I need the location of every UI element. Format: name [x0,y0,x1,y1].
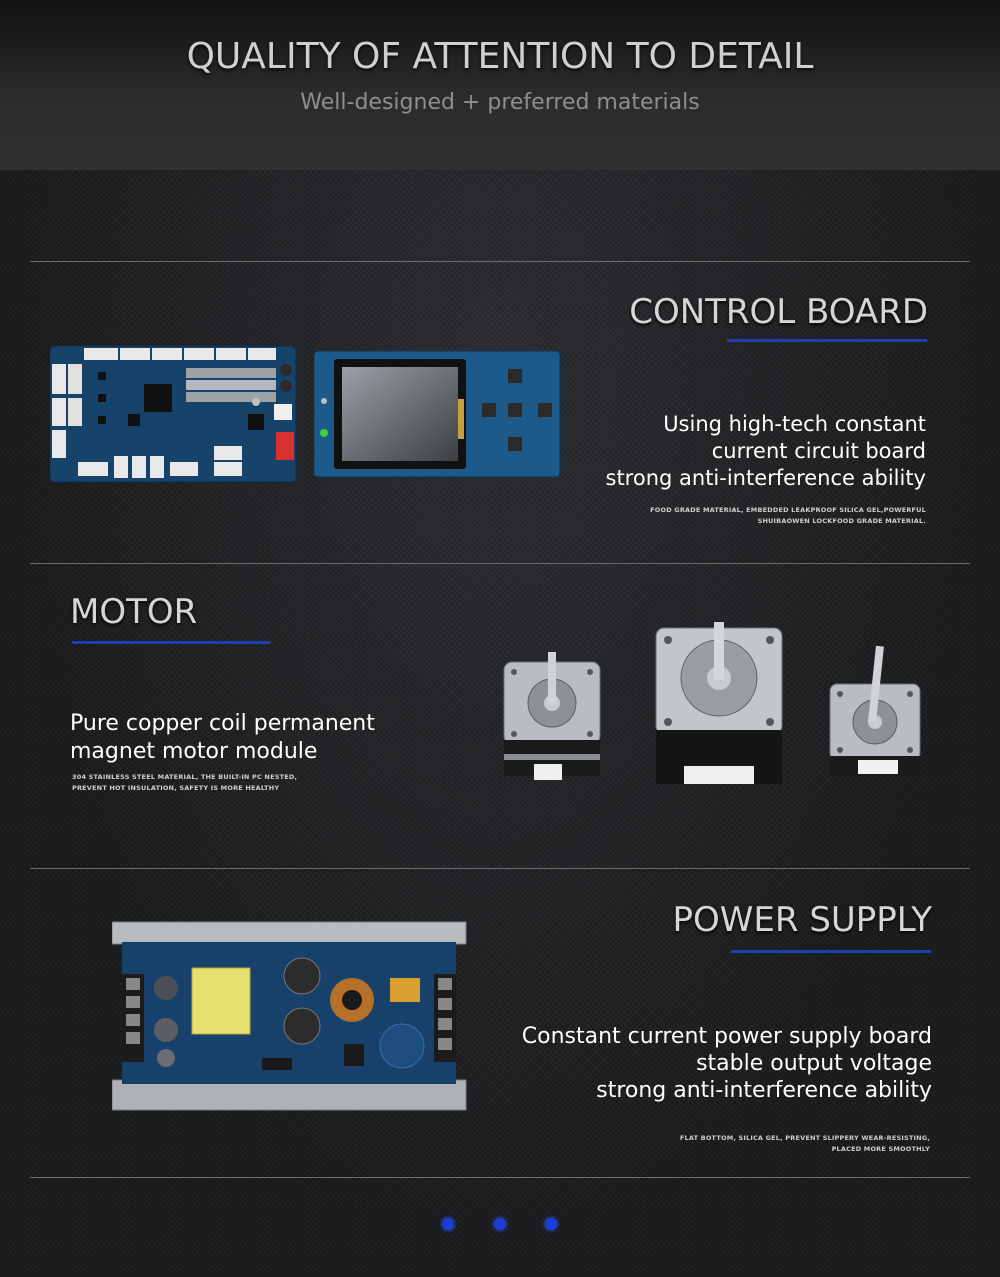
power-supply-title: POWER SUPPLY [672,900,932,940]
page-subtitle: Well-designed + preferred materials [300,90,700,115]
desc-line: Pure copper coil permanent [70,711,375,736]
power-supply-fine-print: FLAT BOTTOM, SILICA GEL, PREVENT SLIPPER… [510,1133,930,1155]
header-band [0,0,1000,170]
divider [30,261,970,262]
fine-line: FLAT BOTTOM, SILICA GEL, PREVENT SLIPPER… [679,1134,930,1142]
motor-fine-print: 304 STAINLESS STEEL MATERIAL, THE BUILT-… [72,772,472,794]
divider [30,868,970,869]
divider [30,563,970,564]
desc-line: strong anti-interference ability [596,1078,932,1103]
desc-line: Using high-tech constant [663,412,926,436]
divider [30,1177,970,1178]
fine-line: 304 STAINLESS STEEL MATERIAL, THE BUILT-… [72,773,298,781]
pagination-dot[interactable] [494,1218,506,1230]
small-motor-image [503,652,601,780]
motor-description: Pure copper coil permanent magnet motor … [70,710,470,766]
desc-line: current circuit board [711,439,926,463]
accent-line [727,339,927,342]
accent-line [731,950,931,953]
control-board-title: CONTROL BOARD [629,292,928,332]
pagination-dot[interactable] [442,1218,454,1230]
desc-line: strong anti-interference ability [605,466,927,490]
motor-title: MOTOR [70,592,198,632]
fine-line: FOOD GRADE MATERIAL, EMBEDDED LEAKPROOF … [650,506,926,514]
desc-line: Constant current power supply board [521,1024,932,1049]
fine-line: PREVENT HOT INSULATION, SAFETY IS MORE H… [72,784,280,792]
power-supply-image [112,921,467,1111]
desc-line: stable output voltage [696,1051,932,1076]
control-board-image [49,345,297,483]
accent-line [72,641,270,644]
slim-motor-image [829,645,921,776]
display-board-image [313,350,561,478]
fine-line: PLACED MORE SMOOTHLY [831,1145,930,1153]
power-supply-description: Constant current power supply board stab… [432,1023,932,1104]
page-title: QUALITY OF ATTENTION TO DETAIL [186,36,814,77]
control-board-fine-print: FOOD GRADE MATERIAL, EMBEDDED LEAKPROOF … [506,505,926,527]
large-motor-image [655,622,783,784]
pagination-dot[interactable] [545,1218,557,1230]
control-board-description: Using high-tech constant current circuit… [486,411,927,492]
desc-line: magnet motor module [70,739,318,764]
fine-line: SHUIBAOWEN LOCKFOOD GRADE MATERIAL. [757,517,926,525]
